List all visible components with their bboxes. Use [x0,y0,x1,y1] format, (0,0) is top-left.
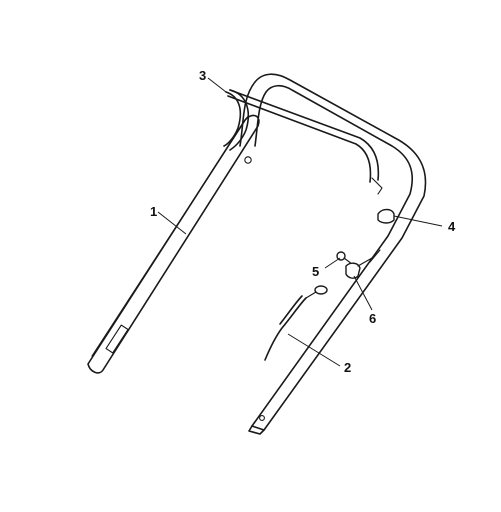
cable-clip [377,208,395,224]
callout-1: 1 [150,204,157,219]
screw-and-clamp [336,251,373,279]
lower-cable [264,285,328,361]
callout-2: 2 [344,360,351,375]
callout-4: 4 [448,219,456,234]
callout-5: 5 [312,264,319,279]
callout-3: 3 [199,68,206,83]
leader-lines [157,77,443,367]
callout-6: 6 [369,311,376,326]
lower-handle-tube [87,114,260,374]
bail-bar [223,89,383,195]
upper-handle [239,73,427,435]
